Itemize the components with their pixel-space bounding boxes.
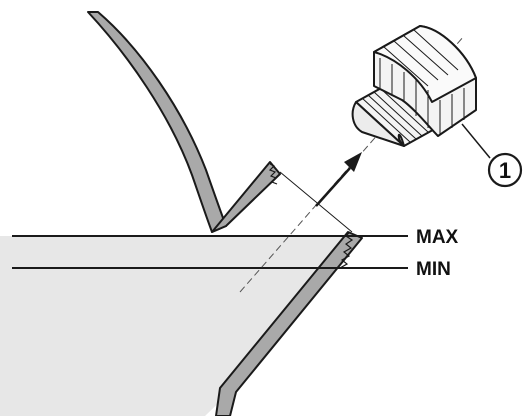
- min-label: MIN: [416, 259, 451, 280]
- filler-plug: [351, 25, 477, 147]
- max-label: MAX: [416, 227, 459, 248]
- fluid-body: [0, 236, 350, 416]
- plug-shank-end: [351, 101, 405, 147]
- direction-arrow-shaft: [315, 167, 351, 207]
- direction-arrow-head: [344, 152, 362, 172]
- bore-thread-lower: [339, 231, 354, 269]
- housing-wall-lower: [215, 231, 363, 416]
- callout-number: 1: [499, 158, 511, 183]
- plug-head-knurling: [379, 29, 465, 134]
- plug-head-top: [373, 25, 477, 103]
- housing-wall-upper: [87, 11, 227, 233]
- bore-outline: [279, 171, 353, 233]
- housing-wall-neck: [211, 161, 281, 233]
- callout-circle: [487, 152, 523, 188]
- bore-thread-upper: [268, 163, 278, 185]
- callout-leader: [461, 123, 491, 159]
